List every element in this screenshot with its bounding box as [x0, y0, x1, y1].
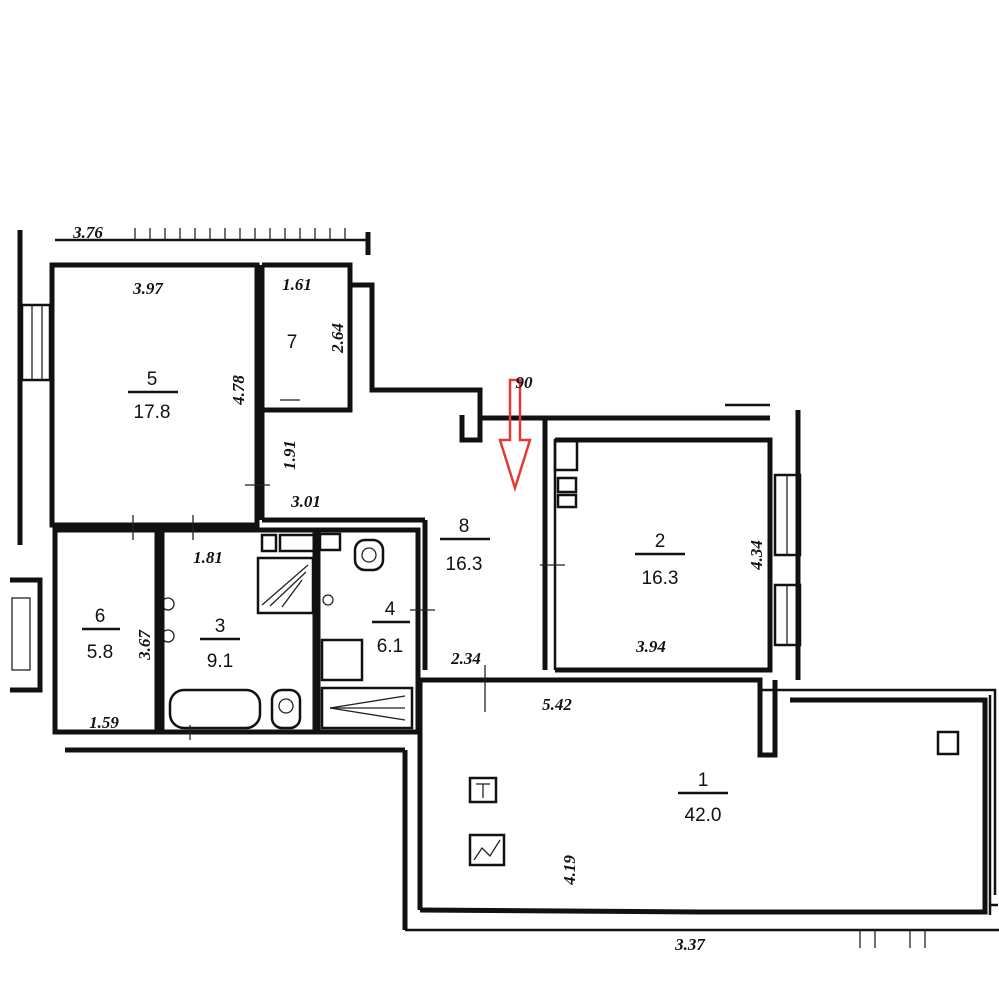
dim-room6-height: 3.67 — [135, 629, 154, 661]
dim-room5-height: 4.78 — [229, 375, 248, 406]
dim-room3-width: 1.81 — [193, 548, 223, 567]
room-4-area: 6.1 — [377, 636, 403, 657]
room-1-number: 1 — [698, 770, 709, 791]
dim-bottom-partial: 3.37 — [674, 935, 706, 954]
dim-room2-width: 3.94 — [635, 637, 666, 656]
room-6-number: 6 — [95, 606, 106, 627]
outer-walls — [10, 228, 999, 948]
dim-corridor-height: 1.91 — [280, 440, 299, 470]
dim-corridor-width: 3.01 — [290, 492, 321, 511]
dim-room6-width: 1.59 — [89, 713, 119, 732]
dim-room2-height: 4.34 — [747, 540, 766, 571]
room-4 — [315, 527, 421, 735]
dim-room1-height: 4.19 — [560, 855, 579, 886]
room-6 — [52, 527, 175, 735]
room-1-area: 42.0 — [685, 805, 722, 826]
room-6-area: 5.8 — [87, 642, 113, 663]
room-5-number: 5 — [147, 369, 158, 390]
dim-arrow-label: 90 — [516, 373, 534, 392]
orientation-arrow — [498, 378, 532, 493]
room-7-number: 7 — [287, 332, 298, 353]
room-4-number: 4 — [385, 599, 396, 620]
room-5-area: 17.8 — [134, 402, 171, 423]
room-3-number: 3 — [215, 616, 226, 637]
room-5 — [49, 262, 260, 528]
dim-room7-width: 1.61 — [282, 275, 312, 294]
room-3 — [159, 527, 318, 735]
room-2-number: 2 — [655, 531, 666, 552]
dim-room8-width: 2.34 — [450, 649, 481, 668]
room-1 — [65, 677, 988, 930]
room-8-number: 8 — [459, 516, 470, 537]
room-3-area: 9.1 — [207, 651, 233, 672]
dim-room7-height: 2.64 — [328, 323, 347, 354]
dimension-ticks — [132, 399, 565, 740]
room-7 — [259, 262, 483, 415]
dim-top-partial: 3.76 — [72, 223, 103, 242]
dim-room1-width: 5.42 — [542, 695, 572, 714]
room-8 — [259, 410, 770, 670]
dim-room5-width: 3.97 — [132, 279, 164, 298]
room-8-area: 16.3 — [446, 554, 483, 575]
room-2 — [553, 437, 773, 673]
room-2-area: 16.3 — [642, 568, 679, 589]
